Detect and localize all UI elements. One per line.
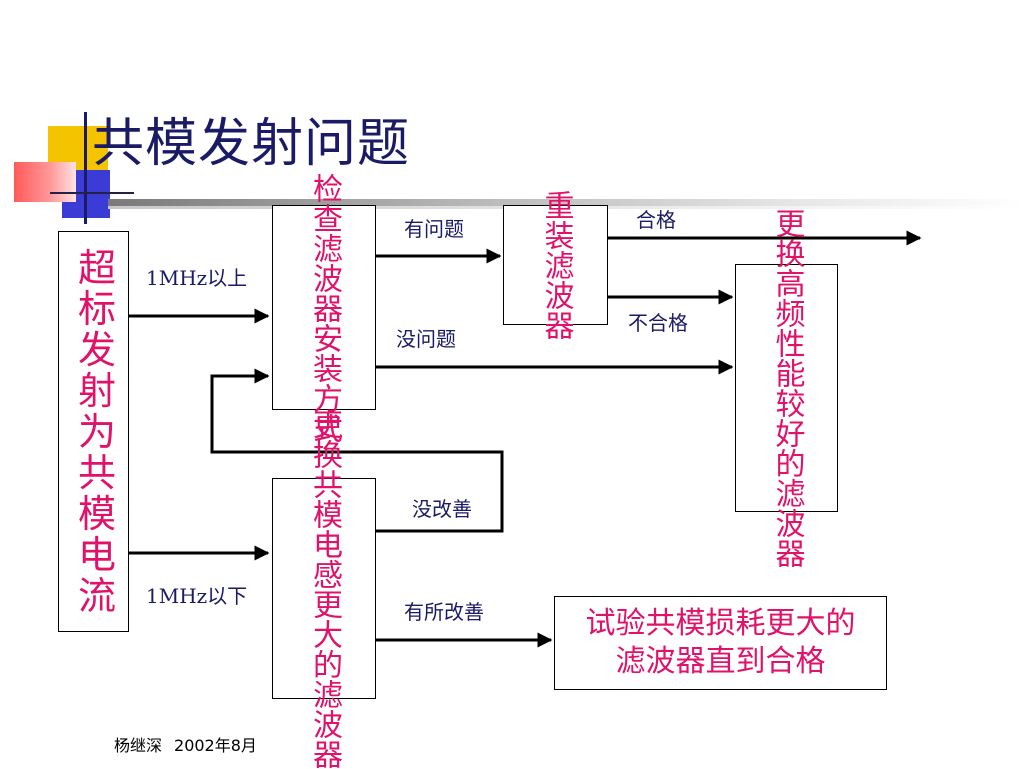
node-test-higher-loss-filter-line1: 试验共模损耗更大的	[585, 606, 856, 641]
node-replace-hf-filter: 更换高频性能较好的滤波器	[735, 208, 838, 568]
node-replace-cm-choke-filter-label: 更换共模电感更大的滤波器	[307, 408, 342, 769]
node-replace-cm-choke-filter: 更换共模电感更大的滤波器	[272, 409, 376, 769]
arrow-no-improvement-loop	[210, 368, 504, 533]
decor-horizontal-line	[50, 192, 134, 194]
node-check-filter-install-label: 检查滤波器安装方式	[307, 172, 342, 443]
slide-title: 共模发射问题	[92, 114, 411, 174]
footer-author: 杨继深	[114, 736, 163, 755]
edge-label-some-improvement: 有所改善	[404, 600, 484, 624]
edge-label-above-1mhz: 1MHz以上	[146, 266, 248, 290]
node-test-higher-loss-filter-line2: 滤波器直到合格	[615, 644, 826, 679]
node-test-higher-loss-filter: 试验共模损耗更大的 滤波器直到合格	[554, 596, 887, 690]
edge-label-below-1mhz: 1MHz以下	[146, 584, 248, 608]
edge-label-pass: 合格	[636, 208, 676, 232]
node-check-filter-install: 检查滤波器安装方式	[272, 173, 376, 443]
footer-date: 2002年8月	[174, 736, 257, 755]
decor-vertical-line	[84, 112, 87, 224]
node-reinstall-filter-label: 重装滤波器	[538, 190, 574, 340]
slide-footer: 杨继深 2002年8月	[114, 732, 257, 756]
node-replace-hf-filter-label: 更换高频性能较好的滤波器	[769, 208, 805, 568]
node-reinstall-filter: 重装滤波器	[503, 190, 608, 340]
node-cm-current-emission: 超标发射为共模电流	[58, 231, 129, 632]
edge-label-no-problem: 没问题	[396, 327, 456, 351]
decor-red-square	[14, 162, 76, 202]
edge-label-no-improvement: 没改善	[412, 497, 472, 521]
edge-label-fail: 不合格	[628, 311, 688, 335]
node-cm-current-emission-label: 超标发射为共模电流	[71, 247, 116, 616]
edge-label-has-problem: 有问题	[404, 217, 464, 241]
